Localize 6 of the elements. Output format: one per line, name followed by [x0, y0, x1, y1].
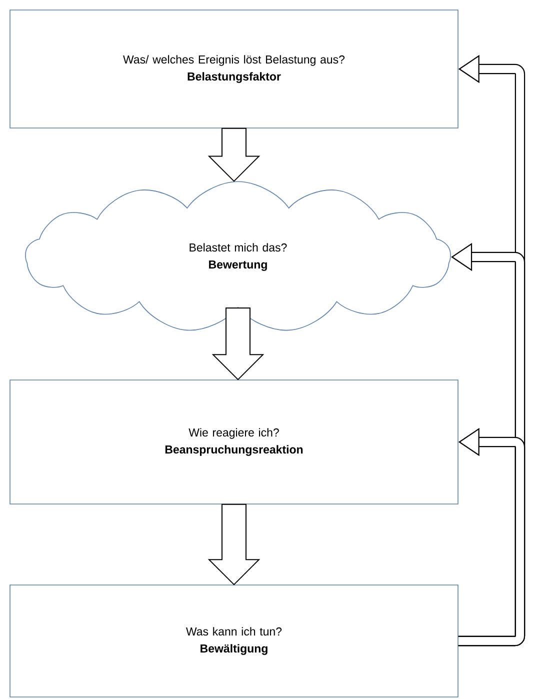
block-arrow [212, 308, 264, 380]
block-arrow [208, 128, 260, 182]
process-box: Was kann ich tun? Bewältigung [10, 584, 458, 698]
process-box: Wie reagiere ich? Beanspruchungsreaktion [10, 380, 458, 504]
process-box: Was/ welches Ereignis löst Belastung aus? Belastungsfaktor [10, 10, 458, 128]
block-arrow [208, 504, 260, 586]
